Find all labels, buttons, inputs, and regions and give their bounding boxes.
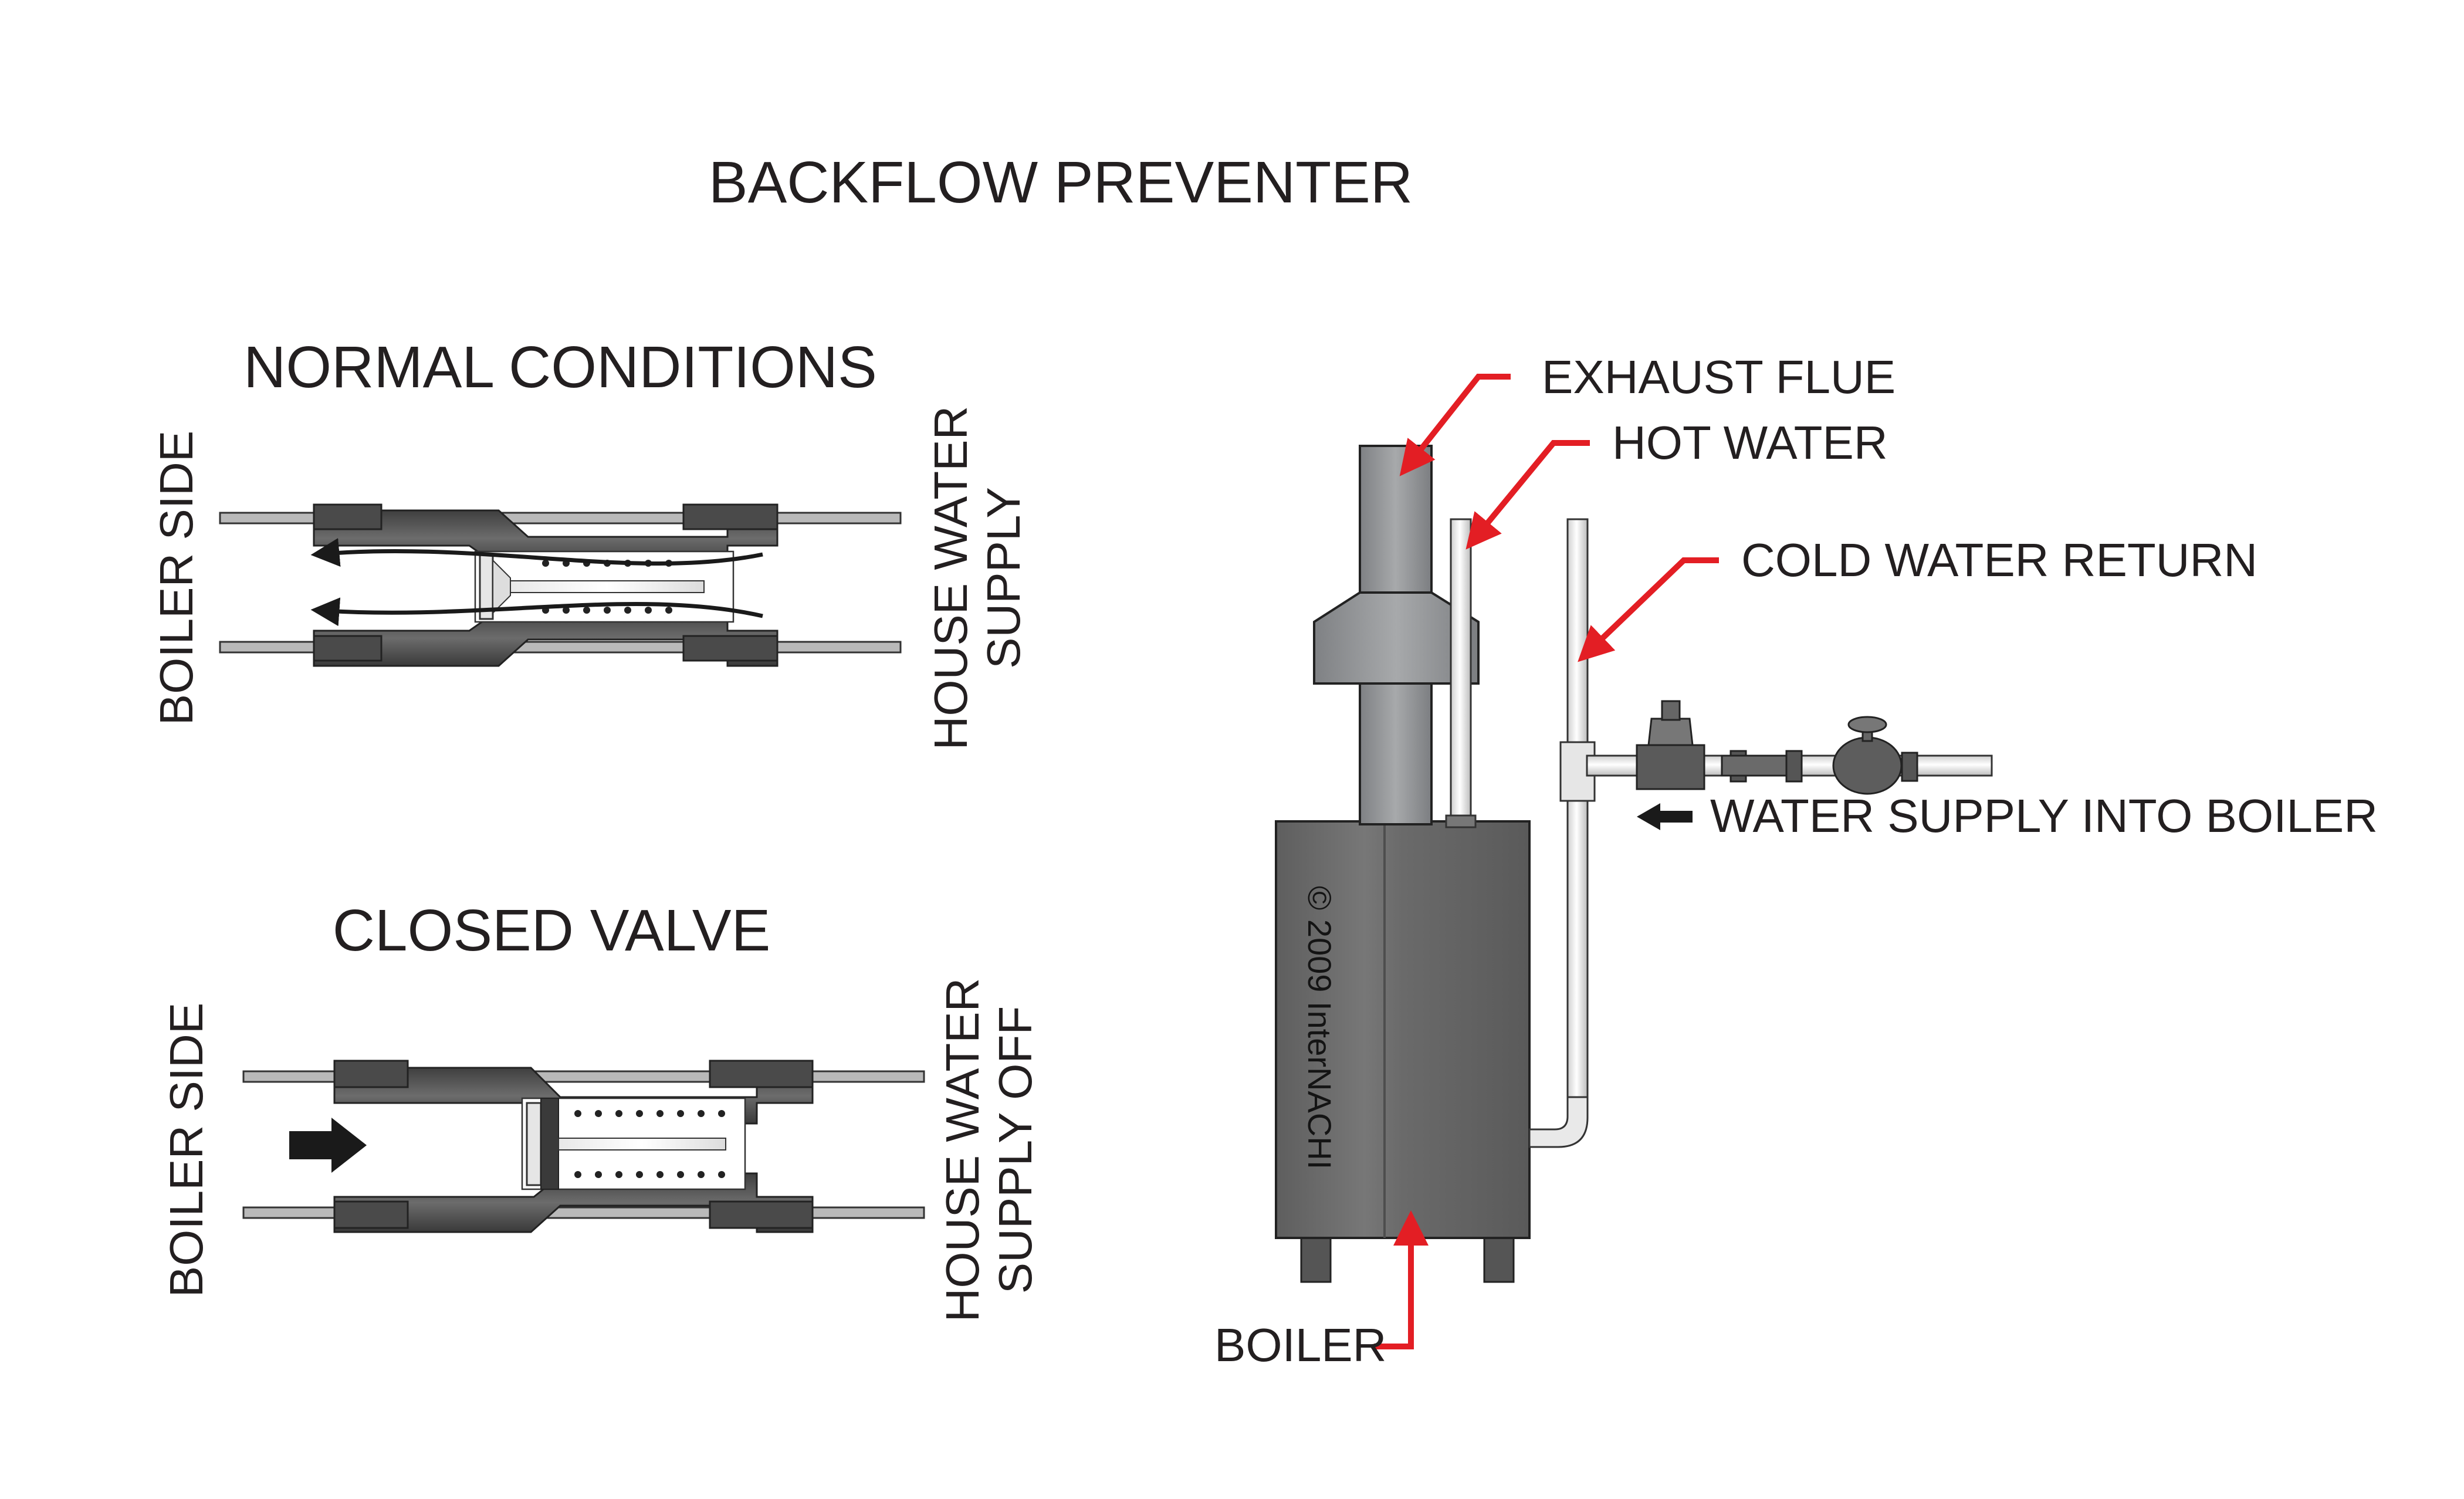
exhaust-flue-label: EXHAUST FLUE xyxy=(1542,351,1896,403)
cold-water-return-label: COLD WATER RETURN xyxy=(1741,534,2257,586)
closed-coupling-left-bottom xyxy=(333,1200,409,1229)
exhaust-flue-lower xyxy=(1359,682,1433,825)
closed-valve-heading: CLOSED VALVE xyxy=(333,898,771,963)
normal-valve-stem xyxy=(510,580,705,593)
closed-boiler-side-label: BOILER SIDE xyxy=(160,1003,212,1297)
closed-flow-arrow xyxy=(289,1118,367,1173)
hot-water-fitting xyxy=(1445,814,1477,828)
normal-flow-arrow-top xyxy=(310,538,763,567)
normal-coupling-left-bottom xyxy=(313,635,383,662)
exhaust-flue-upper xyxy=(1359,445,1433,617)
cold-water-elbow xyxy=(1528,1096,1589,1148)
closed-poppet-disc xyxy=(526,1102,542,1186)
normal-coupling-right-bottom xyxy=(682,635,779,662)
normal-house-water-label-2: SUPPLY xyxy=(977,487,1030,669)
boiler-leg-right xyxy=(1483,1231,1515,1283)
callout-cold-water-return: COLD WATER RETURN xyxy=(1578,534,2257,662)
exhaust-flue-leader xyxy=(1399,374,1511,476)
boiler-leg-left xyxy=(1300,1231,1332,1283)
pressure-reducing-valve-bonnet xyxy=(1647,718,1694,746)
closed-coupling-right-bottom xyxy=(709,1200,814,1229)
cold-water-return-pipe xyxy=(1566,518,1589,1104)
diagram-title: BACKFLOW PREVENTER xyxy=(709,150,1413,215)
pipe-nipple-1 xyxy=(1721,754,1788,777)
normal-poppet-cone xyxy=(492,559,511,615)
copyright-text: © 2009 InterNACHI xyxy=(1301,886,1338,1169)
hot-water-label: HOT WATER xyxy=(1612,417,1888,469)
union-fitting-2 xyxy=(1785,750,1803,783)
callout-hot-water: HOT WATER xyxy=(1465,417,1888,550)
cold-water-return-leader xyxy=(1578,557,1719,662)
closed-spring xyxy=(574,1110,725,1178)
closed-coupling-right-top xyxy=(709,1060,814,1088)
normal-conditions-heading: NORMAL CONDITIONS xyxy=(243,334,877,400)
closed-valve-stem xyxy=(558,1138,726,1151)
normal-boiler-side-label: BOILER SIDE xyxy=(150,431,202,725)
union-fitting-3 xyxy=(1901,752,1918,782)
normal-valve-assembly xyxy=(219,503,902,667)
callout-boiler: BOILER xyxy=(1214,1210,1429,1371)
normal-coupling-left-top xyxy=(313,503,383,530)
closed-house-water-label-2: SUPPLY OFF xyxy=(989,1006,1041,1294)
shutoff-ball-valve xyxy=(1832,736,1903,795)
closed-house-water-label-1: HOUSE WATER xyxy=(936,978,989,1322)
ball-valve-handle xyxy=(1847,716,1887,733)
boiler-body xyxy=(1275,820,1531,1239)
boiler-leader xyxy=(1374,1210,1429,1349)
closed-valve-assembly xyxy=(242,1060,925,1233)
normal-coupling-right-top xyxy=(682,503,779,530)
normal-flow-arrow-bottom xyxy=(310,597,763,627)
normal-house-water-label-1: HOUSE WATER xyxy=(925,406,977,750)
closed-seat xyxy=(540,1098,559,1190)
pressure-reducing-valve-body xyxy=(1636,744,1705,790)
hot-water-pipe xyxy=(1450,518,1472,825)
draft-hood xyxy=(1313,591,1480,685)
callout-exhaust-flue: EXHAUST FLUE xyxy=(1399,351,1896,476)
water-supply-arrow xyxy=(1637,803,1693,830)
callout-water-supply: WATER SUPPLY INTO BOILER xyxy=(1637,790,2378,842)
hot-water-leader xyxy=(1465,440,1590,550)
boiler-label: BOILER xyxy=(1214,1319,1386,1371)
boiler-assembly xyxy=(1275,445,1993,1283)
closed-coupling-left-top xyxy=(333,1060,409,1088)
water-supply-label: WATER SUPPLY INTO BOILER xyxy=(1710,790,2378,842)
pressure-reducing-valve-cap xyxy=(1661,700,1681,721)
